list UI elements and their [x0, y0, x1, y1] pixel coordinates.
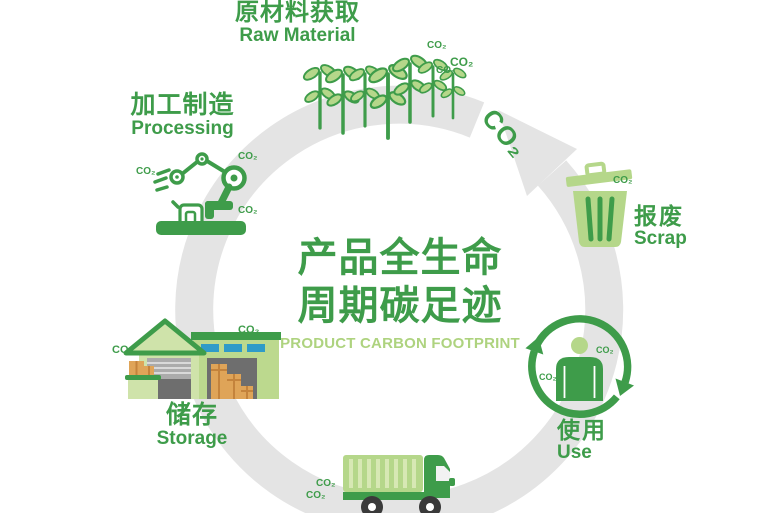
processing-en: Processing: [131, 118, 234, 139]
storage-zh: 储存: [165, 401, 218, 429]
co2-label-plants-1: CO₂: [427, 40, 447, 51]
co2-label-storage-right: CO₂: [238, 324, 260, 336]
person-recycle-icon: [525, 315, 634, 418]
title-subtitle: PRODUCT CARBON FOOTPRINT: [280, 335, 520, 352]
cycle-arrowhead: [498, 110, 577, 196]
co2-label-processing-top: CO₂: [238, 151, 258, 162]
trash-bin-icon: [565, 161, 633, 247]
robot-arm-icon: [153, 152, 247, 235]
stage-label-processing: 加工制造 Processing: [100, 92, 265, 140]
co2-label-truck-2: CO₂: [306, 490, 326, 501]
raw-material-en: Raw Material: [239, 24, 356, 46]
co2-label-plants-2: CO₂: [450, 55, 474, 69]
person-head: [571, 337, 588, 354]
use-zh: 使用: [557, 417, 607, 443]
co2-label-processing-left: CO₂: [136, 166, 156, 177]
center-title: 产品全生命 周期碳足迹 PRODUCT CARBON FOOTPRINT: [245, 234, 555, 352]
title-line-2: 周期碳足迹: [297, 284, 503, 328]
processing-zh: 加工制造: [130, 91, 235, 119]
windshield: [436, 466, 450, 481]
use-en: Use: [557, 441, 592, 463]
co2-label-processing-bottom: CO₂: [238, 205, 258, 216]
warehouse-window: [201, 344, 219, 352]
stage-label-raw-material: 原材料获取 Raw Material: [210, 0, 385, 46]
co2-label-storage-left: CO₂: [112, 344, 134, 356]
title-line-1: 产品全生命: [297, 236, 503, 280]
stage-label-use: 使用 Use: [557, 418, 647, 463]
scrap-zh: 报废: [634, 203, 684, 229]
co2-label-use-left: CO₂: [539, 372, 557, 382]
co2-label-scrap: CO₂: [613, 175, 633, 186]
co2-label-truck-1: CO₂: [316, 478, 336, 489]
warehouse-icon: [123, 318, 281, 399]
storage-en: Storage: [156, 428, 228, 449]
cycle-arrow-icon: [175, 85, 624, 513]
person-body: [556, 357, 603, 401]
scrap-en: Scrap: [634, 227, 687, 249]
truck-icon: [343, 455, 455, 513]
co2-label-use-right: CO₂: [596, 345, 614, 355]
warehouse-window: [224, 344, 242, 352]
stage-label-storage: 储存 Storage: [118, 402, 266, 450]
stage-label-scrap: 报废 Scrap: [634, 204, 724, 249]
raw-material-zh: 原材料获取: [235, 0, 360, 26]
cargo-boxes: [211, 364, 253, 399]
co2-label-plants-3: CO₂: [436, 65, 456, 76]
warehouse-window: [247, 344, 265, 352]
pallet-boxes: [129, 361, 154, 375]
